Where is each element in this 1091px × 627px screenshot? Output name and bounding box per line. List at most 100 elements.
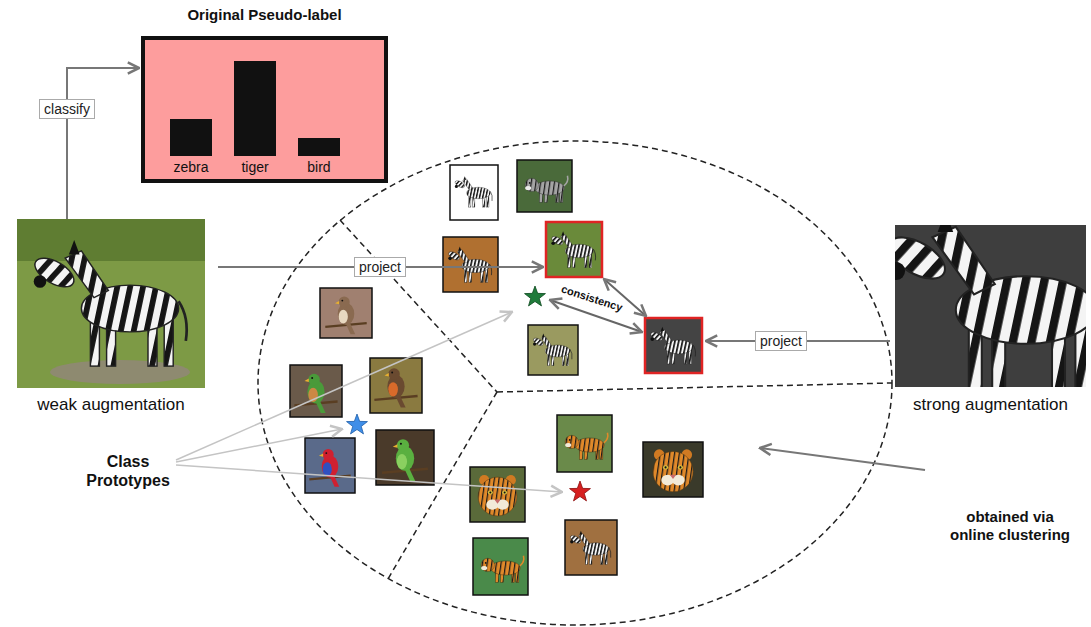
thumbnail-ground <box>557 415 612 472</box>
zebra-thumbnail <box>565 520 617 575</box>
image-caption: strong augmentation <box>885 395 1091 415</box>
zebra-figure <box>30 240 186 366</box>
zebra-thumbnail <box>528 325 578 375</box>
tiger-thumbnail <box>473 538 528 595</box>
embedding-space <box>258 141 892 625</box>
thumbnail-frame <box>643 442 703 497</box>
chart-frame <box>143 38 386 181</box>
space-outline <box>258 141 892 625</box>
edge-label: project <box>755 331 807 352</box>
thumbnail-frame <box>305 438 355 493</box>
thumbnail-ground <box>470 467 525 522</box>
thumbnail-frame <box>473 538 528 595</box>
photo-ground <box>17 219 205 388</box>
bird-figure <box>382 439 428 481</box>
tiger-face <box>653 449 693 491</box>
zebra-figure <box>447 247 491 283</box>
thumbnail-ground <box>376 430 434 485</box>
thumbnail-ground <box>528 325 578 375</box>
bird-figure <box>294 374 337 413</box>
classify-arrow <box>67 68 139 219</box>
prototype-note: Class Prototypes <box>80 452 176 490</box>
consistency-label: consistency <box>558 282 626 315</box>
zebra-figure <box>649 327 695 364</box>
highlight-frame <box>546 222 602 277</box>
prototype-star <box>347 414 368 434</box>
prototype-star <box>525 286 546 306</box>
leader-line <box>176 465 562 492</box>
zebra-figure <box>895 225 1086 387</box>
zebra-thumbnail <box>450 165 498 220</box>
bird-thumbnail <box>320 288 372 338</box>
thumbnail-ground <box>473 538 528 595</box>
thumbnail-ground <box>645 318 702 373</box>
strong-augmentation-photo <box>882 211 1091 393</box>
thumbnail-ground <box>565 520 617 575</box>
thumbnail-ground <box>370 358 422 413</box>
thumbnail-ground <box>517 160 572 212</box>
edge-label: classify <box>39 99 95 120</box>
pseudo-label-chart: Original Pseudo-labelzebratigerbird <box>141 36 388 183</box>
gray-zebra <box>649 327 695 364</box>
zebra-figure <box>550 231 595 267</box>
thumbnail-frame <box>517 160 572 212</box>
bird-figure <box>325 296 366 334</box>
zebra-thumbnail <box>443 237 498 292</box>
thumbnail-frame <box>450 165 498 220</box>
chart-title: Original Pseudo-label <box>101 6 428 24</box>
photo-figure <box>895 225 1086 387</box>
zebra-thumbnail <box>645 318 702 373</box>
bird-figure <box>374 368 417 407</box>
thumbnail-frame <box>470 467 525 522</box>
edge-label: project <box>354 257 406 278</box>
zebra-thumbnail <box>546 222 602 277</box>
strong-augmentation-image: strong augmentation <box>895 225 1086 387</box>
thumbnail-ground <box>546 222 602 277</box>
highlight-frame <box>645 318 702 373</box>
thumbnail-frame <box>528 325 578 375</box>
thumbnail-frame <box>376 430 434 485</box>
thumbnail-frame <box>370 358 422 413</box>
thumbnail-frame <box>565 520 617 575</box>
bar <box>170 119 212 156</box>
weak-augmentation-image: weak augmentation <box>17 219 205 388</box>
tiger-figure <box>525 176 568 203</box>
tiger-thumbnail <box>643 442 703 497</box>
cluster-divider <box>497 383 892 392</box>
tiger-figure <box>481 556 524 583</box>
bar <box>234 61 276 156</box>
tiger-figure <box>565 433 608 460</box>
prototype-star <box>570 481 591 501</box>
bird-thumbnail <box>370 358 422 413</box>
white-tiger <box>525 176 568 203</box>
thumbnail-ground <box>305 438 355 493</box>
leader-line <box>176 429 342 462</box>
thumbnail-frame <box>320 288 372 338</box>
thumbnail-frame <box>443 237 498 292</box>
tiger-thumbnail <box>557 415 612 472</box>
tiger-thumbnail <box>470 467 525 522</box>
tiger-thumbnail <box>517 160 572 212</box>
bird-figure <box>309 449 350 487</box>
bird-thumbnail <box>305 438 355 493</box>
leader-line <box>176 312 512 460</box>
bar-label: tiger <box>241 159 268 176</box>
zebra-figure <box>532 334 572 366</box>
bar-label: bird <box>307 159 330 176</box>
bird-thumbnail <box>376 430 434 485</box>
clustering-arrow <box>760 448 925 470</box>
thumbnail-ground <box>450 165 498 220</box>
image-caption: weak augmentation <box>2 395 220 415</box>
clustering-note: obtained via online clustering <box>946 508 1074 544</box>
zebra-figure <box>454 176 492 207</box>
photo-hill <box>17 219 205 261</box>
thumbnail-ground <box>320 288 372 338</box>
thumbnail-ground <box>443 237 498 292</box>
thumbnail-ground <box>643 442 703 497</box>
zebra-figure <box>569 531 611 565</box>
bar-chart <box>143 38 386 181</box>
bar <box>298 138 340 156</box>
bar-label: zebra <box>173 159 208 176</box>
